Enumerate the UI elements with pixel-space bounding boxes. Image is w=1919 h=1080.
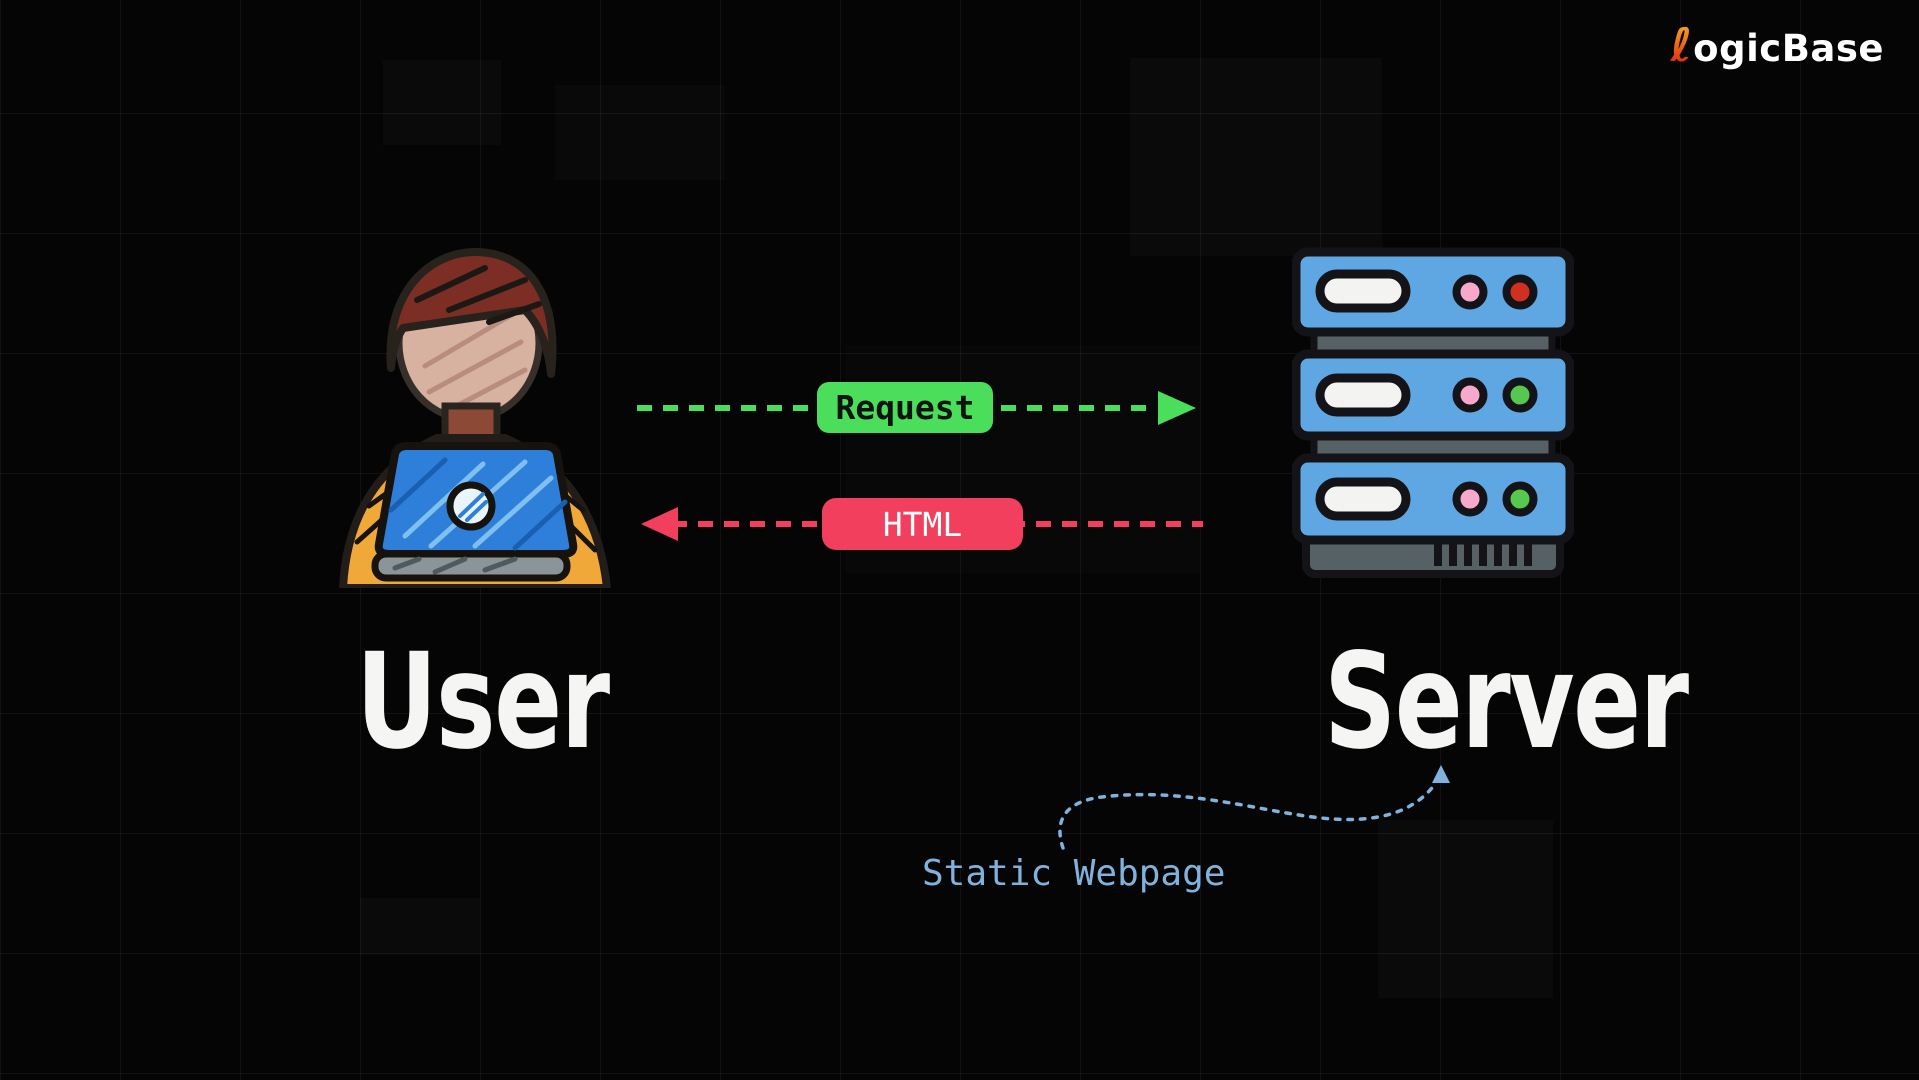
annotation-arrowhead-icon [1432,765,1450,783]
request-arrow [637,391,1196,425]
static-webpage-annotation: Static Webpage [922,853,1226,894]
response-html-label: HTML [822,498,1023,550]
annotation-arrow [1058,765,1450,850]
server-title: Server [1324,625,1689,779]
response-arrowhead-icon [641,507,678,541]
user-icon [339,248,611,588]
request-label: Request [817,382,993,433]
request-arrowhead-icon [1158,391,1196,425]
logo-script-l-icon: ℓ [1670,18,1693,72]
logo-text-ogic: ogic [1693,27,1782,70]
server-vents-icon [1434,544,1532,566]
user-title: User [356,625,610,779]
logo-text-base: Base [1781,27,1884,70]
server-icon [1292,247,1574,578]
